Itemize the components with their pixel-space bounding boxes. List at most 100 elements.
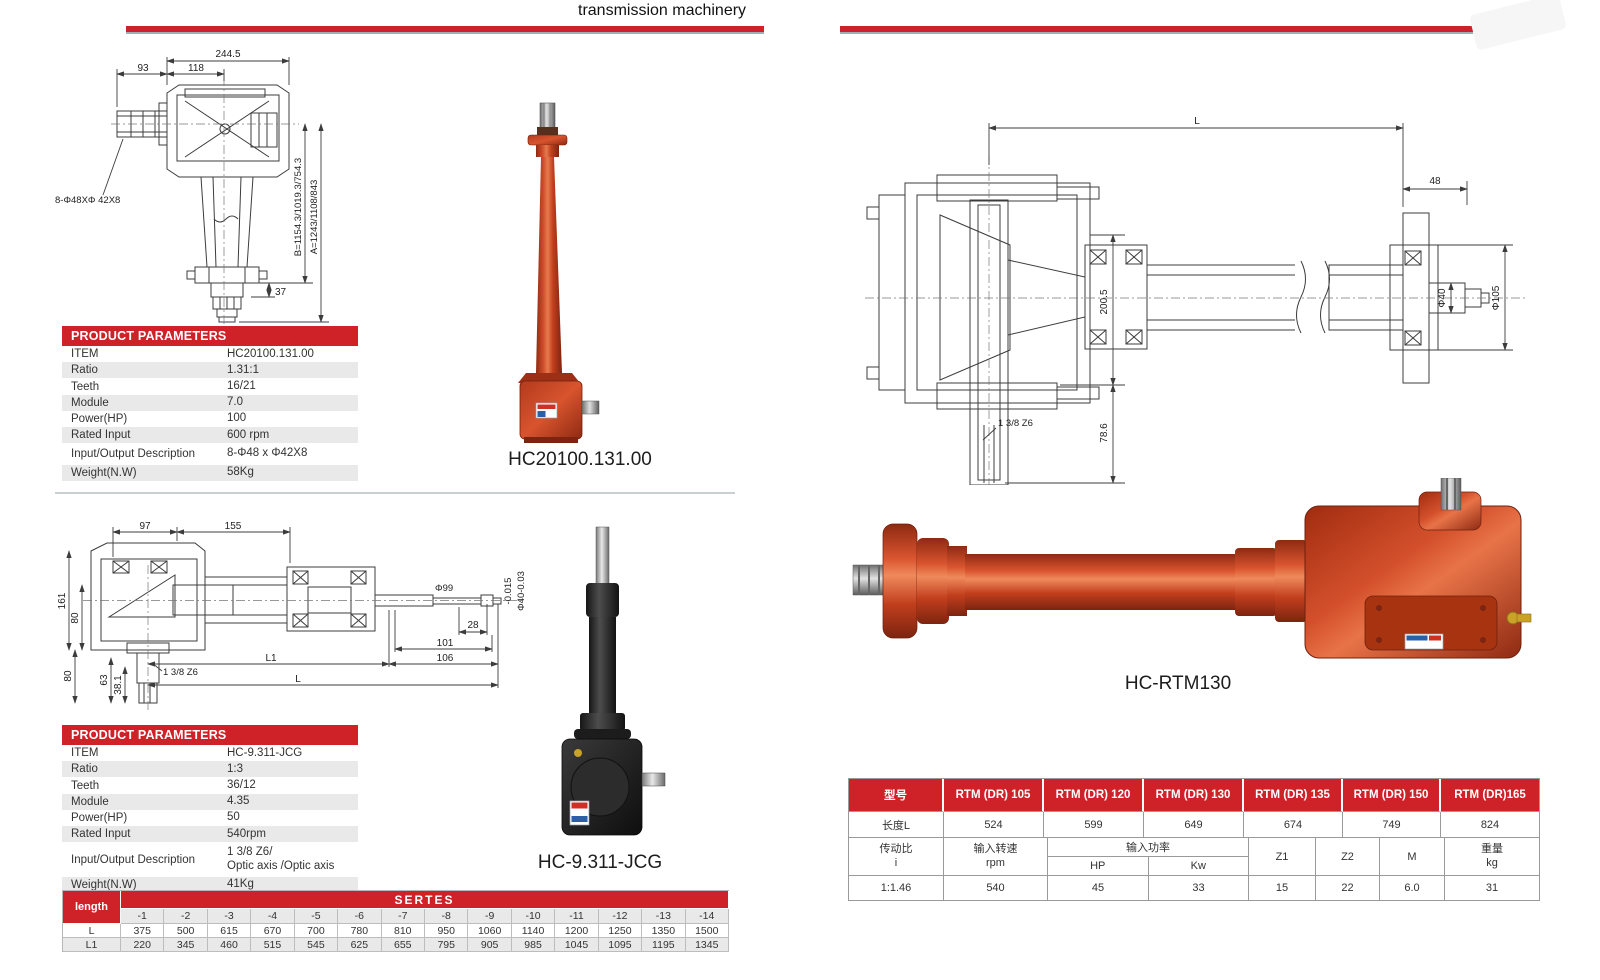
rtm-ratio-cn: 传动比: [879, 843, 913, 856]
rtm-m-label: M: [1380, 838, 1445, 876]
series-corner-cell: length: [63, 891, 121, 924]
rtm-length-label: 长度L: [849, 812, 944, 838]
params-title: PRODUCT PARAMETERS: [62, 326, 358, 346]
rtm-power-hp: HP: [1048, 857, 1149, 875]
series-col: -10: [511, 909, 556, 924]
pto-assembly: [852, 478, 1532, 659]
param-value: 41Kg: [227, 878, 254, 891]
series-cell: 375: [121, 924, 165, 938]
param-label: Teeth: [71, 779, 100, 792]
rtm-value: 6.0: [1380, 876, 1445, 900]
param-row: Rated Input 540rpm: [62, 826, 358, 843]
rtm-top-grid: 型号 RTM (DR) 105 RTM (DR) 120 RTM (DR) 13…: [849, 779, 1539, 838]
param-value: 4.35: [227, 795, 250, 808]
series-cell: 670: [251, 924, 295, 938]
dim-244-5: 244.5: [215, 49, 240, 60]
series-col: -1: [121, 909, 165, 924]
series-col: -11: [555, 909, 599, 924]
dim-101: 101: [437, 638, 454, 649]
drawing1-spline-note: 8-Φ48XΦ 42X8: [55, 195, 120, 206]
param-row: ITEM HC-9.311-JCG: [62, 745, 358, 761]
param-label: ITEM: [71, 348, 99, 361]
dim-l: L: [1194, 116, 1200, 127]
rtm-rpm-sub: rpm: [986, 856, 1005, 869]
param-value: 58Kg: [227, 466, 254, 479]
dim-155: 155: [225, 521, 242, 532]
rtm-bottom-grid: 传动比 i 输入转速 rpm 输入功率 HP Kw Z1 Z2 M 重量 kg …: [849, 838, 1539, 900]
rtm-length-value: 649: [1144, 812, 1244, 838]
series-cell: 515: [251, 938, 295, 952]
param-row: Power(HP) 50: [62, 810, 358, 826]
param-value: 100: [227, 412, 247, 425]
rtm-value: 45: [1048, 876, 1149, 900]
dim-80a: 80: [70, 612, 81, 624]
rtm-header: RTM (DR)165: [1441, 779, 1539, 812]
drawing-pto-assembly: L 48 200.5 78.6 Φ40 Φ105 1 3/8 Z6: [865, 116, 1525, 485]
param-row: Teeth 16/21: [62, 378, 358, 394]
series-cell: 985: [511, 938, 556, 952]
series-row-label: L1: [63, 938, 121, 952]
dim-28: 28: [467, 620, 479, 631]
rtm-length-value: 524: [944, 812, 1044, 838]
rtm-rpm-label: 输入转速 rpm: [944, 838, 1048, 876]
series-cell: 1045: [555, 938, 599, 952]
rtm-z2-label: Z2: [1316, 838, 1380, 876]
dim-phi105: Φ105: [1491, 285, 1502, 310]
series-cell: 810: [381, 924, 425, 938]
shaft-assembly: [561, 526, 666, 836]
series-cell: 1250: [598, 924, 643, 938]
rtm-value: 15: [1249, 876, 1316, 900]
product2-params-table: PRODUCT PARAMETERS ITEM HC-9.311-JCG Rat…: [62, 725, 358, 893]
rtm-length-value: 749: [1343, 812, 1441, 838]
series-col: -4: [251, 909, 295, 924]
series-cell: 1095: [598, 938, 643, 952]
drawing-gearbox-horizontal: 97 155 161 80 80 63 38.1 1 3/8 Z6 Φ99 -0…: [57, 521, 527, 711]
tolerance-lower: Φ40-0.03: [516, 571, 527, 611]
series-cell: 780: [338, 924, 382, 938]
rtm-value: 1:1.46: [849, 876, 944, 900]
series-cell: 460: [207, 938, 252, 952]
series-col: -12: [598, 909, 643, 924]
rtm-power-kw: Kw: [1190, 860, 1206, 872]
rtm-z1-label: Z1: [1249, 838, 1316, 876]
series-col: -8: [424, 909, 469, 924]
param-row: Input/Output Description 1 3/8 Z6/ Optic…: [62, 842, 358, 876]
dim-80b: 80: [63, 670, 74, 682]
series-cell: 1195: [642, 938, 686, 952]
series-cell: 545: [294, 938, 339, 952]
series-col: -13: [642, 909, 686, 924]
rtm-weight-cn: 重量: [1481, 843, 1503, 856]
series-col: -6: [338, 909, 382, 924]
dim-63: 63: [99, 674, 110, 686]
drawing2-dimensions: 97 155 161 80 80 63 38.1 1 3/8 Z6 Φ99 -0…: [57, 521, 527, 704]
series-cell: 1060: [468, 924, 512, 938]
param-row: Module 4.35: [62, 793, 358, 810]
param-row: Rated Input 600 rpm: [62, 427, 358, 444]
param-label: Ratio: [71, 763, 98, 776]
pto-section: [865, 155, 1525, 485]
dim-l1: L1: [265, 653, 277, 664]
param-row: Input/Output Description 8-Φ48 x Φ42X8: [62, 443, 358, 464]
series-cell: 795: [424, 938, 469, 952]
rtm-header-model: 型号: [849, 779, 944, 812]
drawing-gearbox-vertical: 244.5 93 118 8-Φ48XΦ 42X8 B=1154.3/1019.…: [55, 49, 329, 329]
param-row: Power(HP) 100: [62, 411, 358, 427]
series-cell: 615: [207, 924, 252, 938]
drawing3-dimensions: L 48 200.5 78.6 Φ40 Φ105 1 3/8 Z6: [982, 116, 1513, 484]
dim-phi40: Φ40: [1437, 288, 1448, 308]
header-rule-right: [840, 26, 1473, 34]
rtm-ratio-sub: i: [894, 856, 898, 869]
page-title: transmission machinery: [578, 2, 747, 19]
dim-200-5: 200.5: [1099, 289, 1110, 314]
series-cell: 700: [294, 924, 339, 938]
param-value: 16/21: [227, 379, 256, 392]
series-cell: 1140: [511, 924, 556, 938]
series-col: -9: [468, 909, 512, 924]
product1-caption: HC20100.131.00: [508, 449, 652, 470]
drawing3-spline-note: 1 3/8 Z6: [998, 418, 1033, 429]
param-label: Module: [71, 396, 109, 409]
param-label: Teeth: [71, 380, 100, 393]
series-col: -7: [381, 909, 425, 924]
param-value: 1.31:1: [227, 363, 259, 376]
